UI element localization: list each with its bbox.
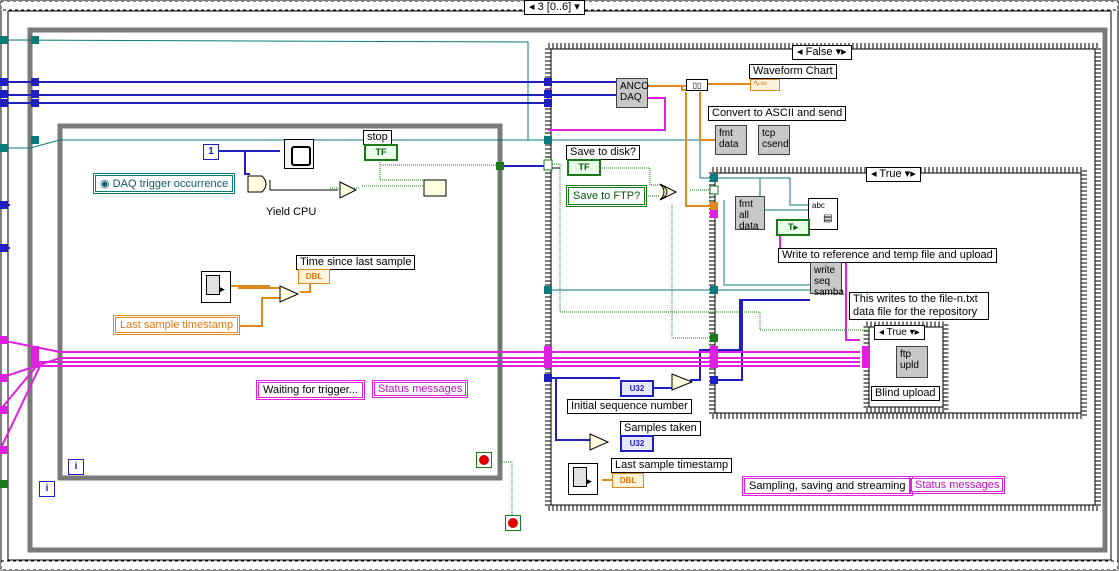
case-menu-icon[interactable]: ▾▸ bbox=[835, 46, 847, 58]
pink-wires bbox=[0, 88, 860, 451]
blue-wires bbox=[0, 81, 810, 441]
subtract-primitive bbox=[279, 285, 300, 303]
tcp-csend-subvi[interactable]: tcp csend bbox=[758, 125, 790, 155]
array-icon: ▯▯ bbox=[692, 81, 702, 90]
outer-loop-iteration-terminal: i bbox=[39, 481, 55, 497]
seq-dec-icon[interactable]: ◂ bbox=[529, 1, 535, 13]
primitives bbox=[247, 175, 694, 451]
last-sample-timestamp-control[interactable]: Last sample timestamp bbox=[113, 315, 241, 335]
save-to-disk-label: Save to disk? bbox=[566, 145, 641, 160]
clock-icon bbox=[291, 146, 311, 166]
build-array-node[interactable]: ▯▯ bbox=[686, 79, 708, 91]
last-sample-timestamp-local[interactable]: DBL bbox=[612, 473, 644, 488]
wait-occurrence-node[interactable] bbox=[284, 139, 314, 169]
occurrence-icon: ◉ bbox=[100, 178, 110, 190]
arrow-out-icon: ▸ bbox=[220, 284, 225, 294]
write-seq-samba-subvi[interactable]: write seq samba bbox=[810, 262, 844, 298]
case-true-selector[interactable]: ◂ True ▾▸ bbox=[866, 167, 921, 182]
convert-ascii-label: Convert to ASCII and send bbox=[708, 106, 847, 121]
or-gate bbox=[247, 175, 267, 193]
constant-one[interactable]: 1 bbox=[203, 144, 219, 160]
file-n-note: This writes to the file-n.txt data file … bbox=[849, 292, 989, 320]
time-since-last-sample-label: Time since last sample bbox=[296, 255, 416, 270]
waveform-chart-terminal[interactable]: ∿∞ bbox=[750, 78, 780, 91]
abc-icon: abc bbox=[812, 201, 825, 210]
write-text-file-node[interactable]: abc ▤ bbox=[808, 198, 838, 230]
case-dec-icon[interactable]: ◂ bbox=[879, 327, 885, 338]
status-messages-local-right[interactable]: Status messages bbox=[908, 476, 1006, 494]
status-messages-local-left[interactable]: Status messages bbox=[371, 380, 469, 398]
yield-cpu-label: Yield CPU bbox=[266, 206, 317, 218]
case-menu-icon[interactable]: ▾▸ bbox=[904, 168, 916, 180]
anco-daq-subvi[interactable]: ANCO DAQ bbox=[616, 78, 649, 108]
time-since-last-sample-indicator[interactable]: DBL bbox=[298, 269, 330, 284]
save-to-disk-control[interactable]: TF bbox=[567, 159, 601, 176]
case-false-frame bbox=[545, 43, 1101, 511]
stop-label: stop bbox=[363, 130, 392, 145]
write-reference-label: Write to reference and temp file and upl… bbox=[778, 248, 997, 263]
computer-icon bbox=[573, 467, 587, 487]
last-sample-timestamp-label: Last sample timestamp bbox=[611, 458, 733, 473]
case-false-selector[interactable]: ◂ False ▾▸ bbox=[792, 45, 852, 60]
chart-icon: ∿∞ bbox=[753, 78, 767, 88]
outer-while-loop-frame bbox=[27, 27, 1108, 553]
case-ftp-selector[interactable]: ◂ True ▾▸ bbox=[874, 325, 925, 340]
outer-loop-stop-terminal[interactable] bbox=[505, 515, 521, 531]
add-primitive bbox=[671, 373, 694, 391]
samples-taken-indicator[interactable]: U32 bbox=[620, 435, 654, 452]
stop-control[interactable]: TF bbox=[364, 144, 398, 161]
case-dec-icon[interactable]: ◂ bbox=[871, 168, 877, 180]
black-wires bbox=[269, 167, 560, 191]
arrow-out-icon: ▸ bbox=[587, 476, 592, 486]
or-gate-ftp bbox=[659, 183, 678, 201]
initial-sequence-number-control[interactable]: U32 bbox=[620, 380, 654, 397]
blind-upload-label: Blind upload bbox=[871, 386, 940, 401]
save-to-ftp-control[interactable]: Save to FTP? bbox=[566, 185, 648, 207]
seq-menu-icon[interactable]: ▾ bbox=[574, 1, 580, 13]
sequence-film-bottom bbox=[0, 560, 1119, 571]
not-primitive bbox=[339, 181, 358, 199]
inner-loop-iteration-terminal: i bbox=[68, 459, 84, 475]
fmt-all-data-subvi[interactable]: fmt all data bbox=[735, 196, 765, 232]
fmt-data-subvi[interactable]: fmt data bbox=[715, 125, 747, 155]
tick-count-node-2[interactable]: ▸ bbox=[568, 463, 598, 495]
daq-trigger-occurrence-control[interactable]: ◉ DAQ trigger occurrence bbox=[93, 173, 236, 194]
ftp-upld-subvi[interactable]: ftp upld bbox=[896, 346, 928, 378]
sequence-selector[interactable]: ◂ 3 [0..6] ▾ bbox=[524, 0, 585, 15]
case-dec-icon[interactable]: ◂ bbox=[797, 46, 803, 58]
waveform-chart-label: Waveform Chart bbox=[749, 64, 837, 79]
increment-primitive bbox=[589, 433, 610, 451]
or-compound bbox=[423, 179, 447, 197]
inner-loop-stop-terminal[interactable] bbox=[476, 452, 492, 468]
sampling-saving-streaming-string[interactable]: Sampling, saving and streaming bbox=[742, 476, 913, 496]
green-wires bbox=[330, 156, 868, 520]
waiting-for-trigger-string[interactable]: Waiting for trigger... bbox=[256, 380, 365, 400]
file-icon: ▤ bbox=[823, 213, 833, 224]
initial-sequence-number-label: Initial sequence number bbox=[567, 399, 692, 414]
computer-icon bbox=[206, 275, 220, 295]
samples-taken-label: Samples taken bbox=[620, 421, 701, 436]
tick-count-node[interactable]: ▸ bbox=[201, 271, 231, 303]
case-menu-icon[interactable]: ▾▸ bbox=[909, 327, 920, 338]
true-constant[interactable]: T▸ bbox=[776, 219, 810, 236]
tunnels bbox=[0, 36, 870, 488]
